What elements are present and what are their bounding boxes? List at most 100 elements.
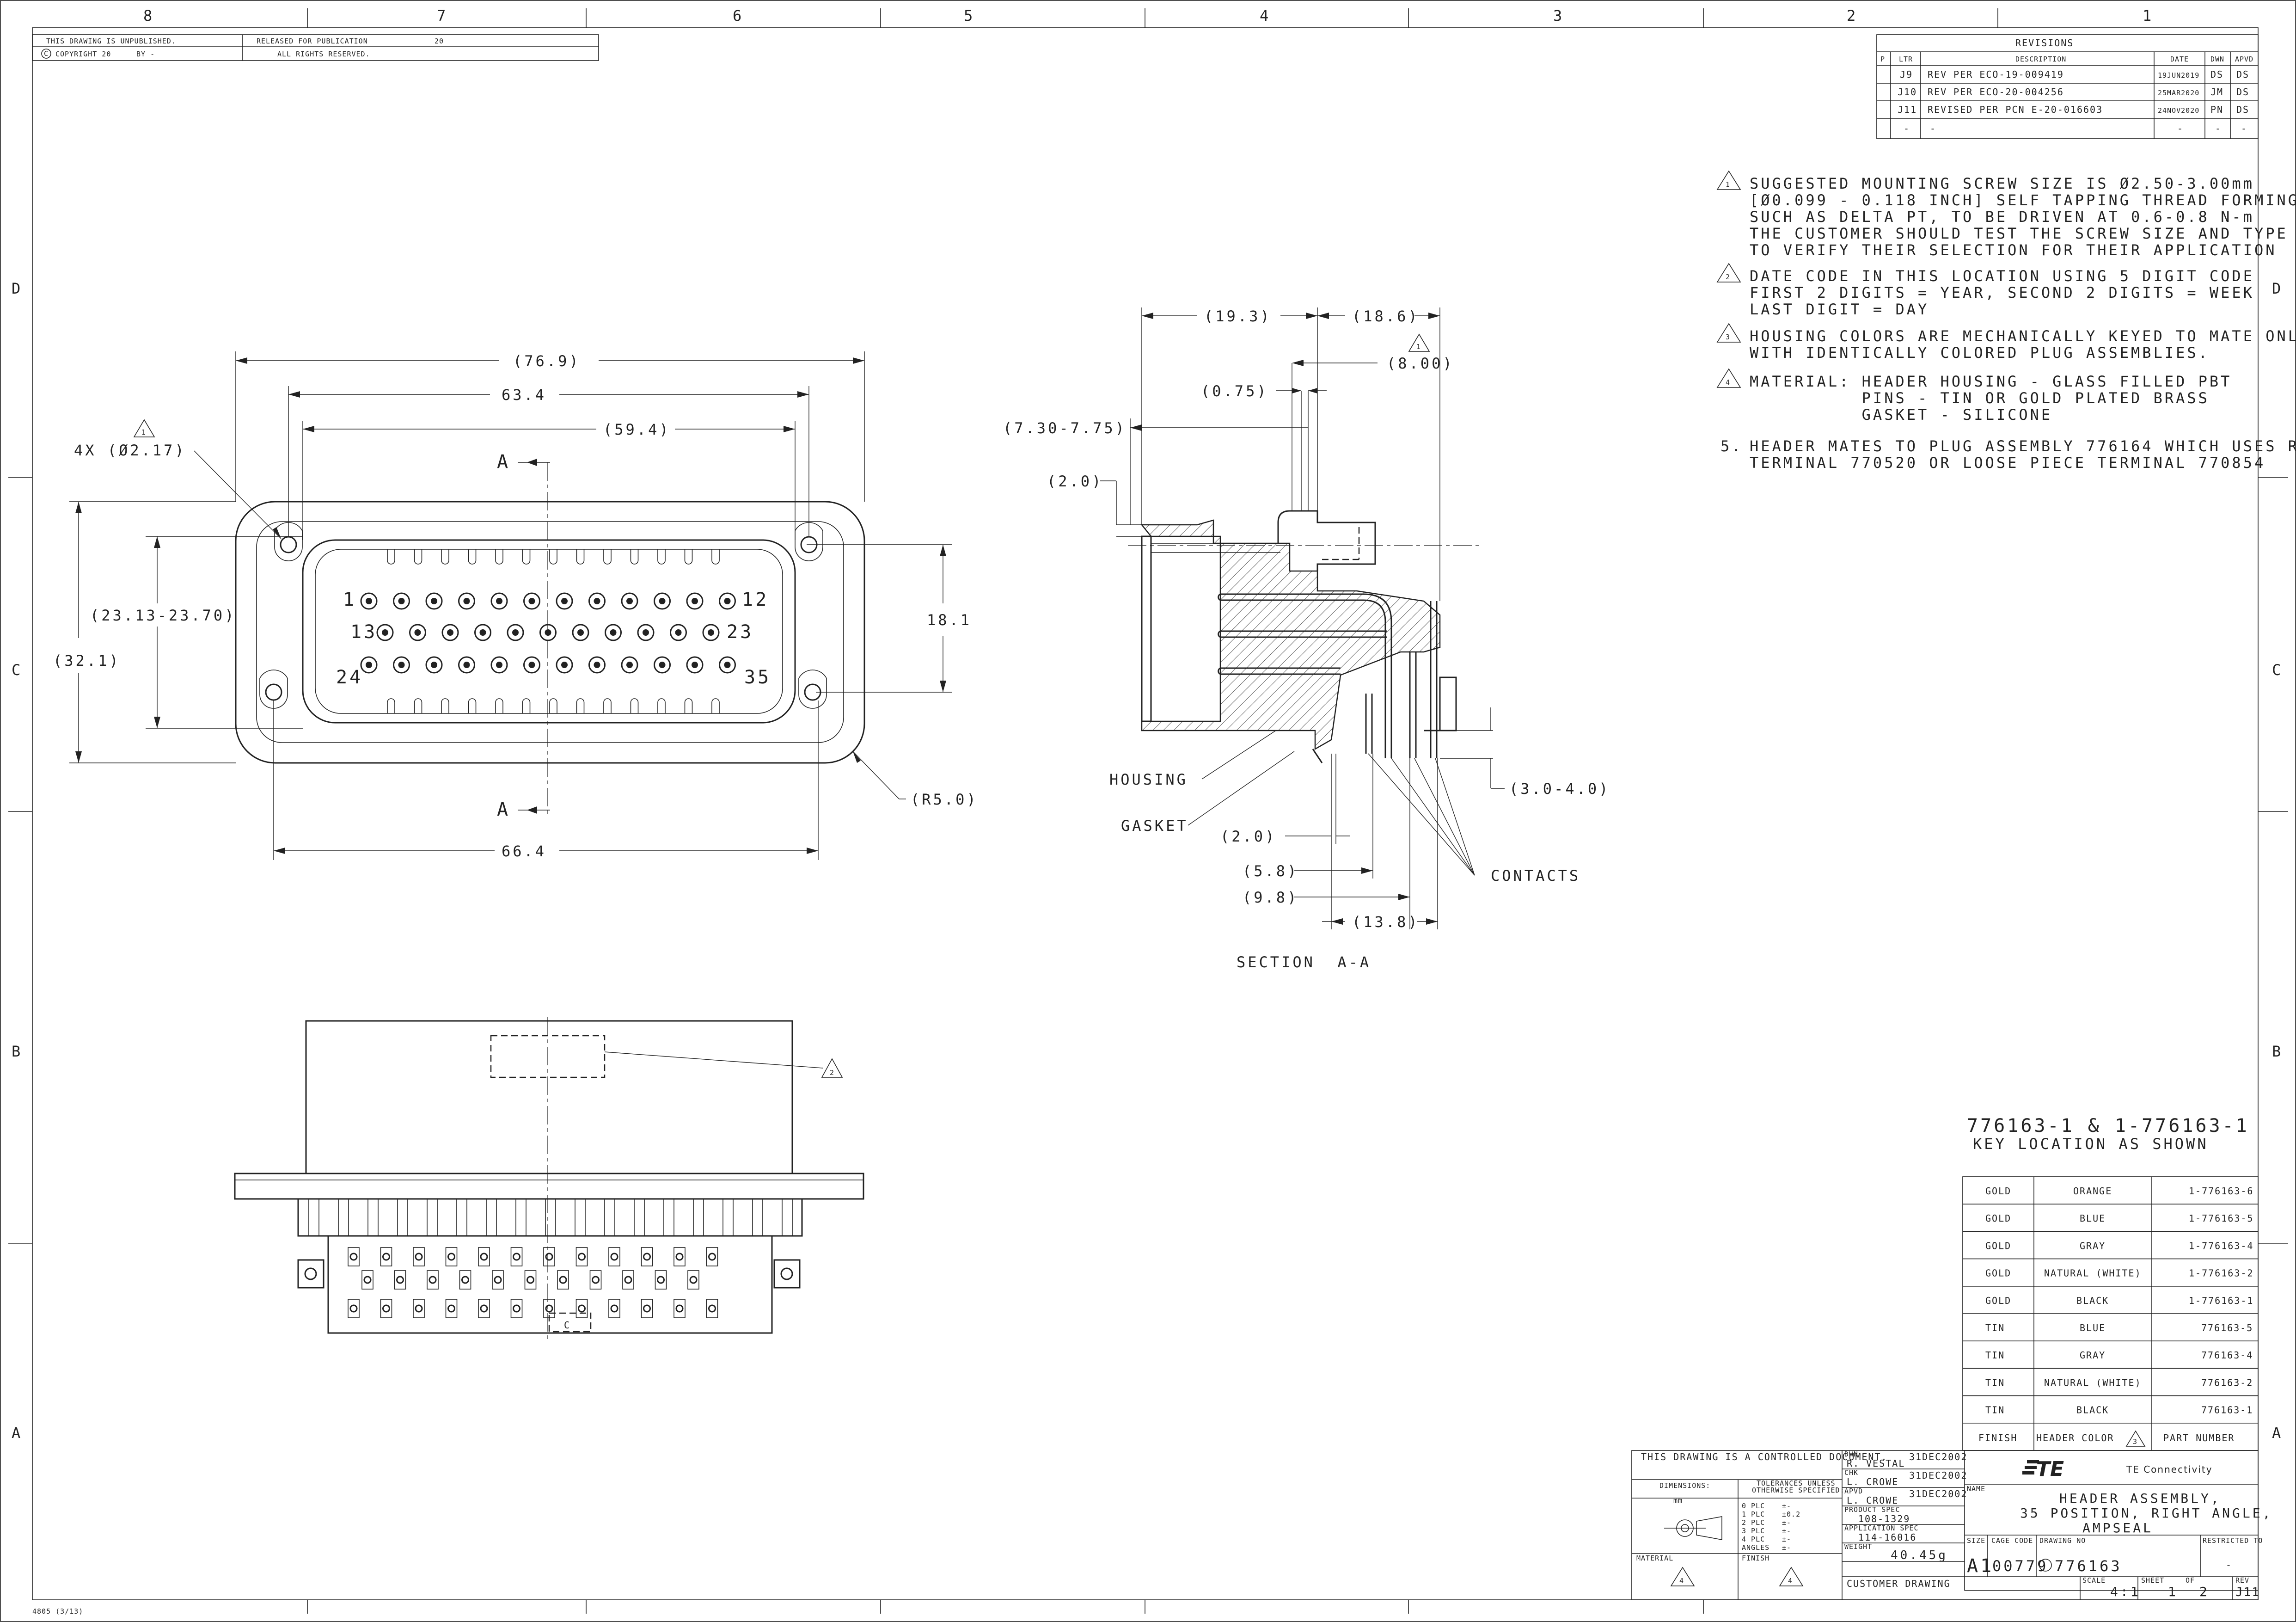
rev-row-4-apvd: - (2241, 123, 2247, 134)
pin (724, 598, 731, 604)
part-number: 1-776163-5 (2189, 1213, 2253, 1224)
part-finish: GOLD (1985, 1213, 2011, 1224)
dim-20-bottom: (2.0) (1220, 828, 1276, 845)
tail-pin (429, 1276, 437, 1284)
tail-rib (427, 1198, 438, 1236)
title-block: THIS DRAWING IS A CONTROLLED DOCUMENT. D… (1631, 1450, 2270, 1600)
pin (496, 598, 502, 604)
tail-pad (576, 1299, 588, 1318)
dwgno-value: 776163 (2055, 1557, 2122, 1575)
rev-row-4-dwn: - (2215, 123, 2222, 134)
note-3-line-2: WITH IDENTICALLY COLORED PLUG ASSEMBLIES… (1750, 344, 2210, 362)
revisions-table: REVISIONS P LTR DESCRIPTION DATE DWN APV… (1876, 34, 2259, 139)
pin (594, 662, 600, 668)
company-name: TE Connectivity (2126, 1464, 2213, 1475)
tail-pin (382, 1304, 390, 1313)
dim-8: (8.00) (1387, 355, 1454, 372)
note-1-line-4: THE CUSTOMER SHOULD TEST THE SCREW SIZE … (1750, 225, 2296, 242)
rev-row-2-apvd: DS (2236, 86, 2249, 98)
tail-rib (367, 1198, 379, 1236)
flange-profile (234, 1173, 864, 1200)
dim-h-range: (23.13-23.70) (90, 607, 236, 624)
tolerance-value: ±0.2 (1782, 1510, 1800, 1518)
size-label: SIZE (1967, 1536, 1985, 1545)
note-2: 2 DATE CODE IN THIS LOCATION USING 5 DIG… (1716, 263, 2254, 318)
pin-cavity (425, 656, 443, 674)
dim-075: (0.75) (1201, 382, 1268, 400)
key-notch (495, 549, 503, 565)
part-color: NATURAL (WHITE) (2044, 1377, 2142, 1388)
dim-730: (7.30-7.75) (1003, 419, 1127, 437)
column-label-6: 6 (733, 7, 744, 25)
rev-row-3-apvd: DS (2236, 104, 2249, 115)
tail-pin (578, 1304, 586, 1313)
note-2-line-1: DATE CODE IN THIS LOCATION USING 5 DIGIT… (1750, 267, 2254, 285)
pin (692, 598, 698, 604)
pin-cavity (490, 592, 508, 610)
pin (431, 598, 437, 604)
tail-pin (494, 1276, 502, 1284)
key-notch (603, 549, 612, 565)
product-spec: 108-1329 (1858, 1513, 1910, 1524)
tail-pin (527, 1276, 534, 1284)
row-label-c-left: C (12, 661, 23, 679)
rev-row-1-dwn: DS (2210, 69, 2223, 80)
tolerance-place: 1 PLC (1742, 1510, 1765, 1518)
pin-cavity (670, 624, 687, 641)
dim-19: (19.3) (1204, 307, 1272, 325)
name-label: NAME (1967, 1485, 1985, 1493)
pin (724, 662, 731, 668)
dwn-date: 31DEC2002 (1909, 1451, 1967, 1462)
copyright-by: BY - (136, 50, 155, 58)
size-value: A1 (1967, 1555, 1994, 1577)
note-2-mark: 2 (1726, 273, 1730, 281)
pin-cavity (360, 656, 378, 674)
pin (366, 662, 372, 668)
tail-pad (510, 1247, 523, 1266)
part-finish: GOLD (1985, 1186, 2011, 1197)
pin (496, 662, 502, 668)
rev-header-dwn: DWN (2210, 55, 2224, 63)
pin (398, 662, 405, 668)
pin-label-23: 23 (727, 621, 753, 643)
pin (528, 662, 535, 668)
pin (708, 629, 714, 636)
tolerance-value: ±- (1782, 1543, 1791, 1552)
key-notch (657, 698, 666, 713)
row-label-a-right: A (2272, 1424, 2283, 1442)
note-1-line-3: SUCH AS DELTA PT, TO BE DRIVEN AT 0.6-0.… (1750, 208, 2254, 226)
bottom-view: 2 C (234, 1017, 864, 1341)
row-label-c-right: C (2272, 661, 2283, 679)
apvd-label: APVD (1844, 1487, 1863, 1495)
tail-pad (543, 1247, 555, 1266)
chk-date: 31DEC2002 (1909, 1470, 1967, 1481)
tail-rib (456, 1198, 467, 1236)
part-table: 776163-1 & 1-776163-1 KEY LOCATION AS SH… (1962, 1115, 2259, 1451)
pin (382, 629, 388, 636)
part-color: GRAY (2080, 1350, 2106, 1361)
note-5-mark: 5. (1720, 437, 1743, 455)
pin-cavity (556, 656, 573, 674)
key-notch (711, 698, 720, 713)
pin-cavity (393, 656, 410, 674)
tail-pad (478, 1247, 490, 1266)
tail-pad (576, 1247, 588, 1266)
tail-pad (608, 1247, 620, 1266)
rev-header-date: DATE (2170, 55, 2189, 63)
rev-row-1-date: 19JUN2019 (2158, 71, 2199, 80)
pin (626, 598, 633, 604)
pin-cavity (654, 656, 671, 674)
pin-cavity (702, 624, 720, 641)
pin-label-24: 24 (336, 667, 363, 688)
rev-row-2-date: 25MAR2020 (2158, 89, 2199, 97)
publication-block: THIS DRAWING IS UNPUBLISHED. C COPYRIGHT… (32, 34, 599, 61)
tail-pad (622, 1270, 634, 1290)
tolerance-value: ±- (1782, 1535, 1791, 1543)
dim-width-59: (59.4) (603, 421, 671, 438)
gasket-outline (256, 521, 844, 743)
sheet-value: 1 (2168, 1584, 2178, 1599)
date-code-mark: 2 (830, 1069, 834, 1077)
tail-pad (589, 1270, 602, 1290)
receptacle-cavity (302, 539, 796, 724)
